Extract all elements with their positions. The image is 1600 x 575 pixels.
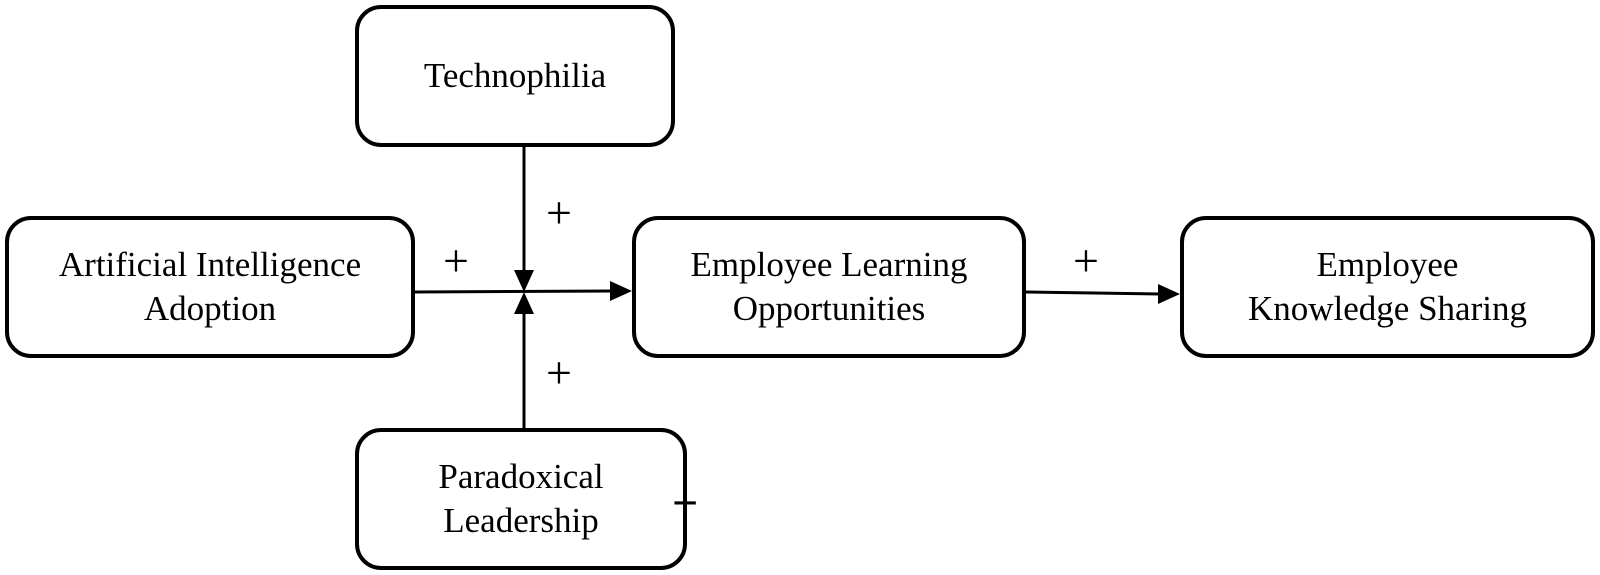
node-ai-adoption-label-line2: Adoption: [143, 289, 277, 328]
node-ai-adoption-label-line1: Artificial Intelligence: [58, 245, 362, 284]
arrowhead-ai-to-learning: [610, 281, 632, 301]
node-paradoxical-leadership-label-line1: Paradoxical: [438, 457, 604, 496]
node-technophilia: Technophilia: [355, 5, 675, 147]
node-learning-opportunities-label-line2: Opportunities: [732, 289, 926, 328]
arrowhead-paradoxical-moderation: [514, 292, 534, 314]
node-knowledge-sharing-label-line1: Employee: [1316, 245, 1459, 284]
node-learning-opportunities: Employee Learning Opportunities: [632, 216, 1026, 358]
node-knowledge-sharing-label-line2: Knowledge Sharing: [1248, 289, 1527, 328]
edge-sign-paradoxical-moderation: +: [546, 347, 572, 398]
arrowhead-technophilia-moderation: [514, 270, 534, 292]
node-paradoxical-leadership-label-line2: Leadership: [443, 501, 599, 540]
edge-sign-technophilia-moderation: +: [546, 187, 572, 238]
edge-sign-learning-to-sharing: +: [1073, 235, 1099, 286]
edge-learning-to-sharing: [1025, 290, 1162, 296]
node-ai-adoption: Artificial Intelligence Adoption: [5, 216, 415, 358]
node-paradoxical-leadership: Paradoxical Leadership: [355, 428, 687, 570]
edge-sign-paradoxical-side-mark: +: [672, 477, 699, 528]
node-learning-opportunities-label-line1: Employee Learning: [690, 245, 968, 284]
arrowhead-learning-to-sharing: [1158, 284, 1180, 304]
node-knowledge-sharing: Employee Knowledge Sharing: [1180, 216, 1595, 358]
edge-sign-ai-to-learning: +: [443, 235, 469, 286]
edge-ai-to-learning: [414, 289, 614, 294]
node-technophilia-label: Technophilia: [423, 56, 607, 95]
